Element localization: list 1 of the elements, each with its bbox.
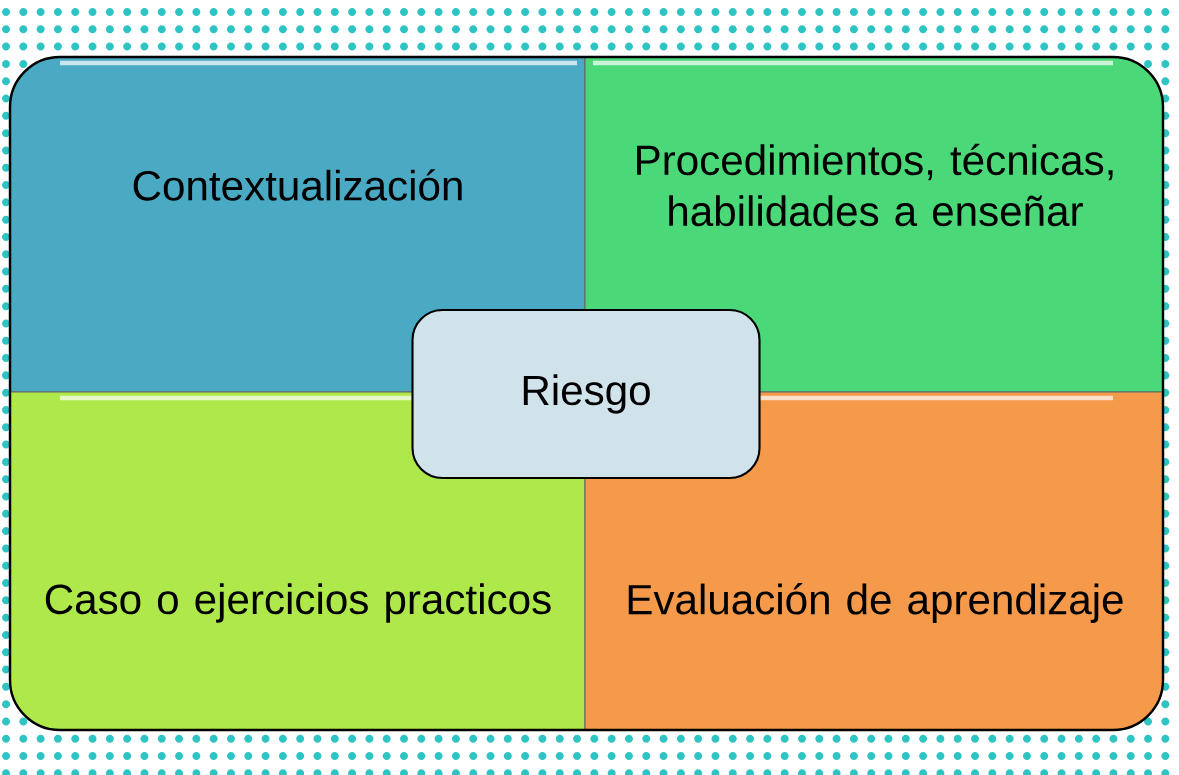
center-box: Riesgo: [411, 308, 761, 480]
